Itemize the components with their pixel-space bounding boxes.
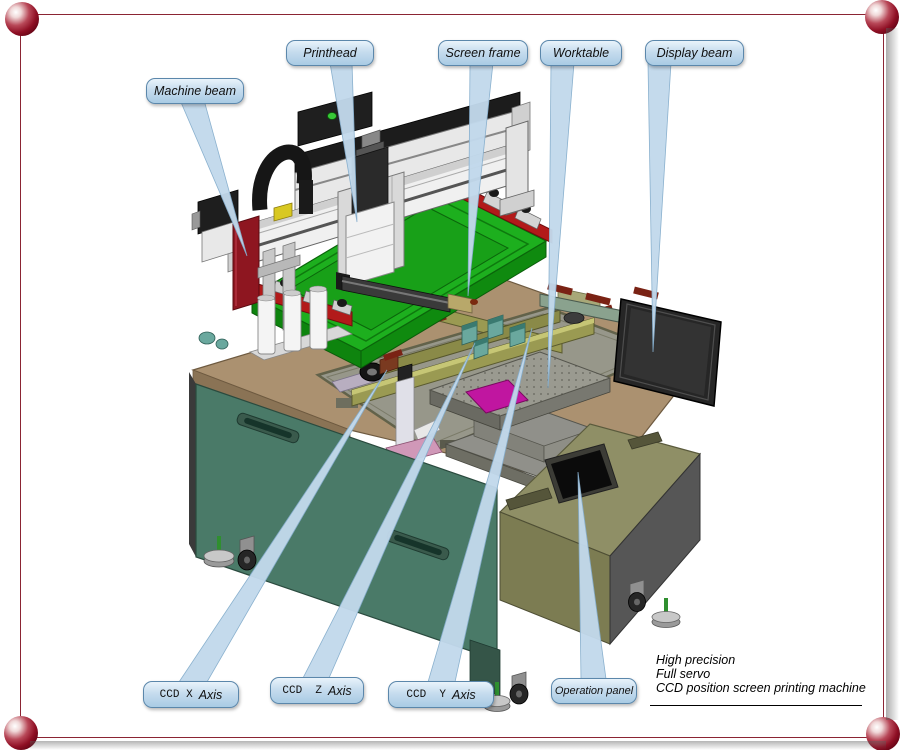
callout-worktable: Worktable [540, 40, 622, 66]
callout-machine-beam-label: Machine beam [154, 84, 236, 98]
callout-ccd-y-word: Axis [451, 687, 476, 702]
callout-display-beam-label: Display beam [656, 46, 733, 60]
callout-machine-beam: Machine beam [146, 78, 244, 104]
callout-pointers [178, 62, 672, 683]
callout-ccd-z-prefix: CCD Z [282, 684, 322, 697]
callout-ccd-x-prefix: CCD X [159, 688, 193, 701]
caption-line-2: Full servo [656, 667, 711, 681]
page-frame [20, 14, 884, 738]
caption-line-1: High precision [656, 653, 736, 667]
callout-operation-panel-label: Operation panel [554, 685, 634, 697]
caption-line-3: CCD position screen printing machine [656, 681, 866, 695]
cabinet-front [189, 372, 501, 697]
callout-printhead-label: Printhead [303, 46, 357, 60]
drop-shadow-bottom [30, 741, 886, 750]
corner-sphere-bottom-right [866, 717, 900, 750]
callout-ccd-z-word: Axis [327, 683, 352, 698]
callout-screen-frame-label: Screen frame [445, 46, 521, 60]
feet-and-casters [203, 535, 681, 712]
callout-printhead: Printhead [286, 40, 374, 66]
drop-shadow-right [886, 28, 899, 720]
callout-operation-panel: Operation panel [551, 678, 637, 704]
gantry [191, 91, 535, 361]
callout-ccd-x-word: Axis [198, 687, 223, 702]
caption-block: High precision Full servo CCD position s… [656, 653, 888, 695]
corner-sphere-top-left [5, 2, 39, 36]
caption-underline [650, 705, 862, 706]
callout-worktable-label: Worktable [552, 46, 610, 60]
callout-ccd-y-axis: CCD Y Axis [388, 681, 494, 708]
display-monitor [613, 298, 722, 407]
callout-display-beam: Display beam [645, 40, 744, 66]
callout-ccd-z-axis: CCD Z Axis [270, 677, 364, 704]
callout-ccd-x-axis: CCD X Axis [143, 681, 239, 708]
callout-screen-frame: Screen frame [438, 40, 528, 66]
callout-ccd-y-prefix: CCD Y [406, 688, 446, 701]
corner-sphere-bottom-left [4, 716, 38, 750]
